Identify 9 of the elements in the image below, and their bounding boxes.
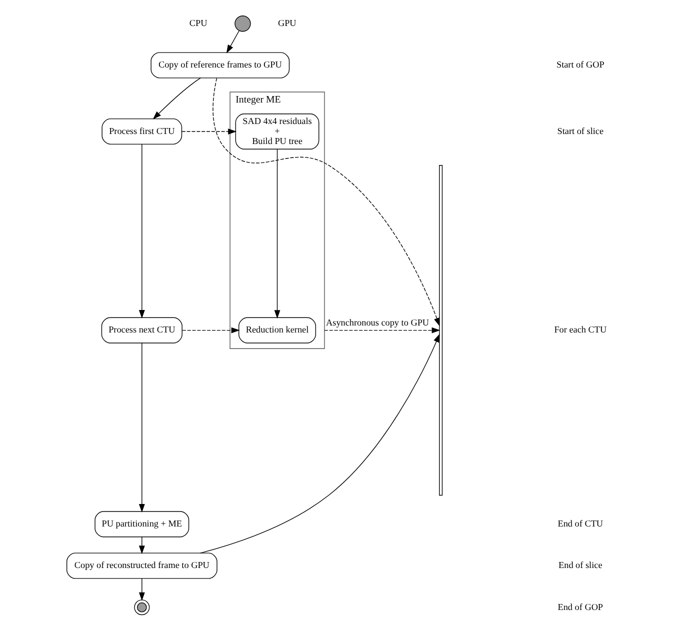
label: End of slice: [558, 560, 602, 570]
label: For each CTU: [554, 324, 606, 335]
label: GPU: [277, 18, 296, 28]
label: End of GOP: [557, 602, 603, 612]
label: Start of GOP: [556, 60, 604, 70]
edge-label: Asynchronous copy to GPU: [326, 318, 429, 328]
label: Start of slice: [556, 126, 604, 136]
label: End of CTU: [557, 518, 603, 529]
label: CPU: [188, 18, 207, 28]
